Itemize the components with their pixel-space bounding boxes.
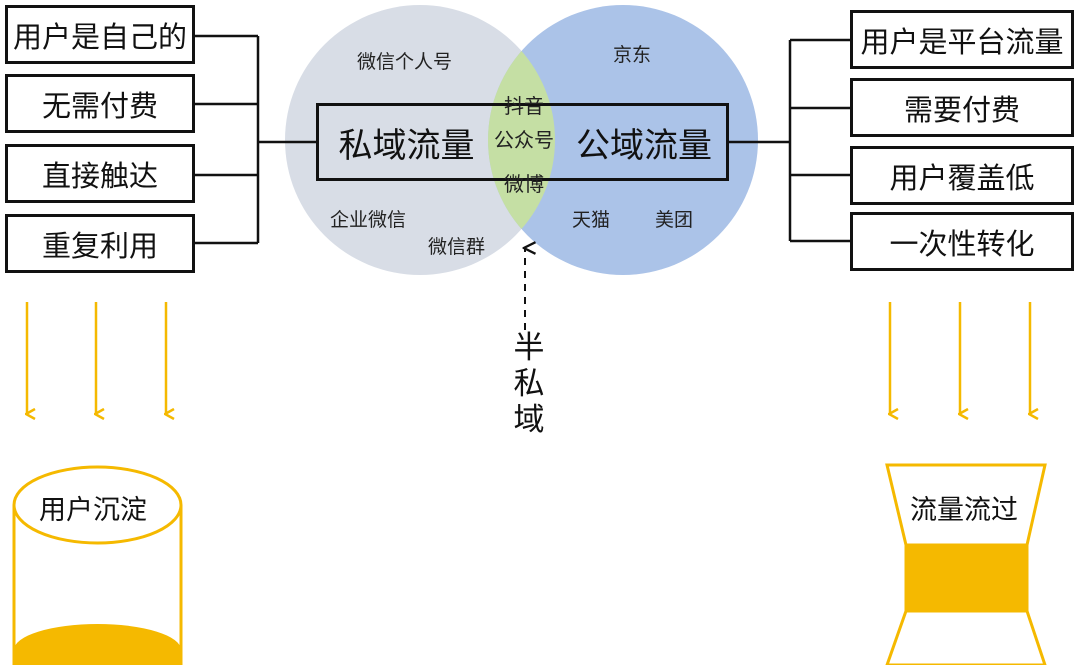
semi-private-char: 域	[513, 402, 545, 438]
left-bracket-lines	[195, 34, 316, 245]
public-traffic-box: 公域流量	[562, 103, 729, 181]
semi-private-char: 私	[513, 366, 545, 402]
public-channel-label: 天猫	[572, 209, 611, 231]
private-channel-label: 企业微信	[330, 209, 407, 231]
passing-label: 流量流过	[910, 495, 1018, 526]
public-channel-label: 美团	[655, 209, 694, 231]
semi-private-channel-label: 微博	[504, 172, 544, 196]
private-channel-label: 微信群	[428, 236, 486, 258]
semi-private-channel-label: 抖音	[504, 94, 544, 118]
right-feature-box: 需要付费	[850, 78, 1074, 137]
center-box-top-edge	[494, 103, 562, 106]
semi-private-channel-label: 公众号	[494, 128, 554, 152]
right-yellow-arrows	[890, 302, 1030, 414]
retention-label: 用户沉淀	[39, 495, 147, 526]
semi-private-char: 半	[513, 330, 545, 366]
center-box-bottom-edge	[494, 178, 562, 181]
semi-private-label: 半 私 域	[507, 330, 551, 438]
public-channel-label: 京东	[613, 44, 652, 66]
left-feature-box: 无需付费	[5, 74, 195, 133]
left-feature-box: 用户是自己的	[5, 5, 195, 64]
left-yellow-arrows	[27, 302, 166, 414]
right-feature-box: 一次性转化	[850, 212, 1074, 271]
right-bracket-lines	[729, 38, 850, 243]
private-circle	[285, 5, 555, 275]
right-feature-box: 用户是平台流量	[850, 10, 1074, 69]
left-feature-box: 直接触达	[5, 144, 195, 203]
public-circle	[488, 5, 758, 275]
retention-cylinder	[12, 465, 183, 665]
private-traffic-box: 私域流量	[316, 103, 494, 181]
private-channel-label: 微信个人号	[357, 51, 453, 73]
right-feature-box: 用户覆盖低	[850, 146, 1074, 205]
passing-funnel	[885, 463, 1047, 665]
left-feature-box: 重复利用	[5, 214, 195, 273]
